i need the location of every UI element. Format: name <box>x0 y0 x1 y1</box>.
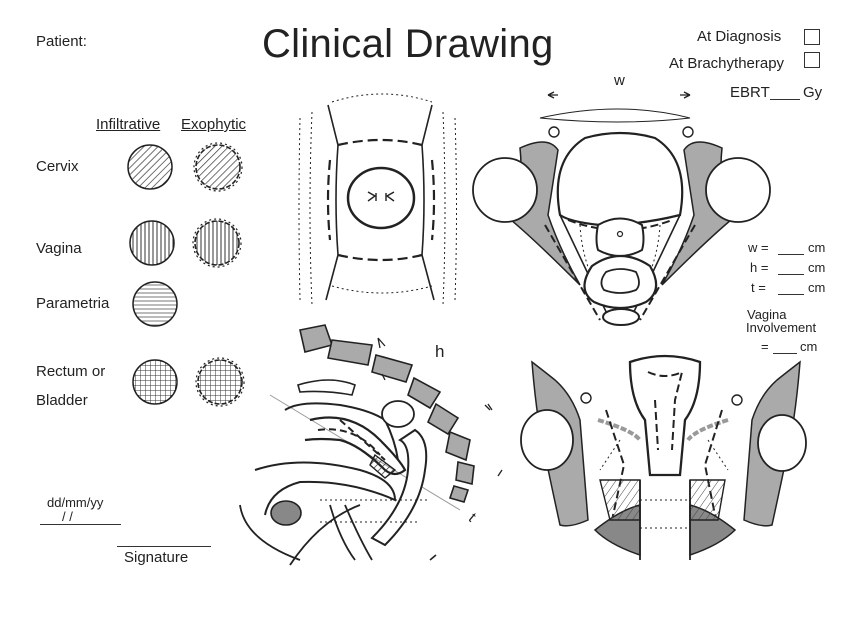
vagina-involvement-line1: Vagina <box>747 307 787 322</box>
vagina-involvement-unit: cm <box>800 339 818 354</box>
h-measure-label: h = <box>750 260 769 275</box>
legend-infiltrative-header: Infiltrative <box>96 116 161 133</box>
ebrt-label: EBRT <box>730 84 770 101</box>
w-measure-label: w = <box>748 240 769 255</box>
patient-label: Patient: <box>36 33 87 50</box>
h-measure-field[interactable] <box>778 274 804 275</box>
w-measure-field[interactable] <box>778 254 804 255</box>
legend-label-vagina: Vagina <box>36 240 82 257</box>
diagram-pelvis-axial <box>472 91 771 326</box>
signature-label: Signature <box>124 549 189 566</box>
t-measure-label: t = <box>751 280 766 295</box>
at-brachytherapy-checkbox[interactable] <box>804 52 820 68</box>
t-measure-field[interactable] <box>778 294 804 295</box>
diagram-pelvis-coronal <box>520 354 807 560</box>
diagram-cervix-frontal <box>298 93 457 306</box>
at-diagnosis-checkbox[interactable] <box>804 29 820 45</box>
swatch-parametria <box>132 281 178 327</box>
w-measure-unit: cm <box>808 240 826 255</box>
legend-label-parametria: Parametria <box>36 295 110 312</box>
ebrt-unit: Gy <box>803 84 823 101</box>
date-format-label: dd/mm/yy <box>47 495 104 510</box>
vagina-involvement-field[interactable] <box>773 353 797 354</box>
swatch-cervix-infiltrative <box>127 144 173 190</box>
date-separators: / / <box>62 509 73 524</box>
diagram-pelvis-sagittal <box>239 324 503 566</box>
vagina-involvement-eq: = <box>761 339 769 354</box>
at-diagnosis-label: At Diagnosis <box>697 28 782 45</box>
h-measure-unit: cm <box>808 260 826 275</box>
vagina-involvement-line2: Involvement <box>746 320 817 335</box>
legend-label-cervix: Cervix <box>36 158 79 175</box>
legend-label-rectum: Rectum or <box>36 363 106 380</box>
swatch-cervix-exophytic <box>193 142 243 192</box>
at-brachytherapy-label: At Brachytherapy <box>669 55 785 72</box>
legend-exophytic-header: Exophytic <box>181 116 247 133</box>
t-measure-unit: cm <box>808 280 826 295</box>
diagram-h-label: h <box>435 342 445 361</box>
swatch-vagina-exophytic <box>192 218 242 268</box>
page-title: Clinical Drawing <box>262 22 554 66</box>
swatch-rectum-bladder-exophytic <box>195 357 245 407</box>
swatch-vagina-infiltrative <box>129 220 175 266</box>
ebrt-dose-field[interactable] <box>770 99 800 100</box>
legend-label-bladder: Bladder <box>36 392 88 409</box>
date-field[interactable] <box>40 524 121 525</box>
signature-field[interactable] <box>117 546 211 547</box>
swatch-rectum-bladder-infiltrative <box>132 359 178 405</box>
diagram-w-label: w <box>614 72 625 89</box>
